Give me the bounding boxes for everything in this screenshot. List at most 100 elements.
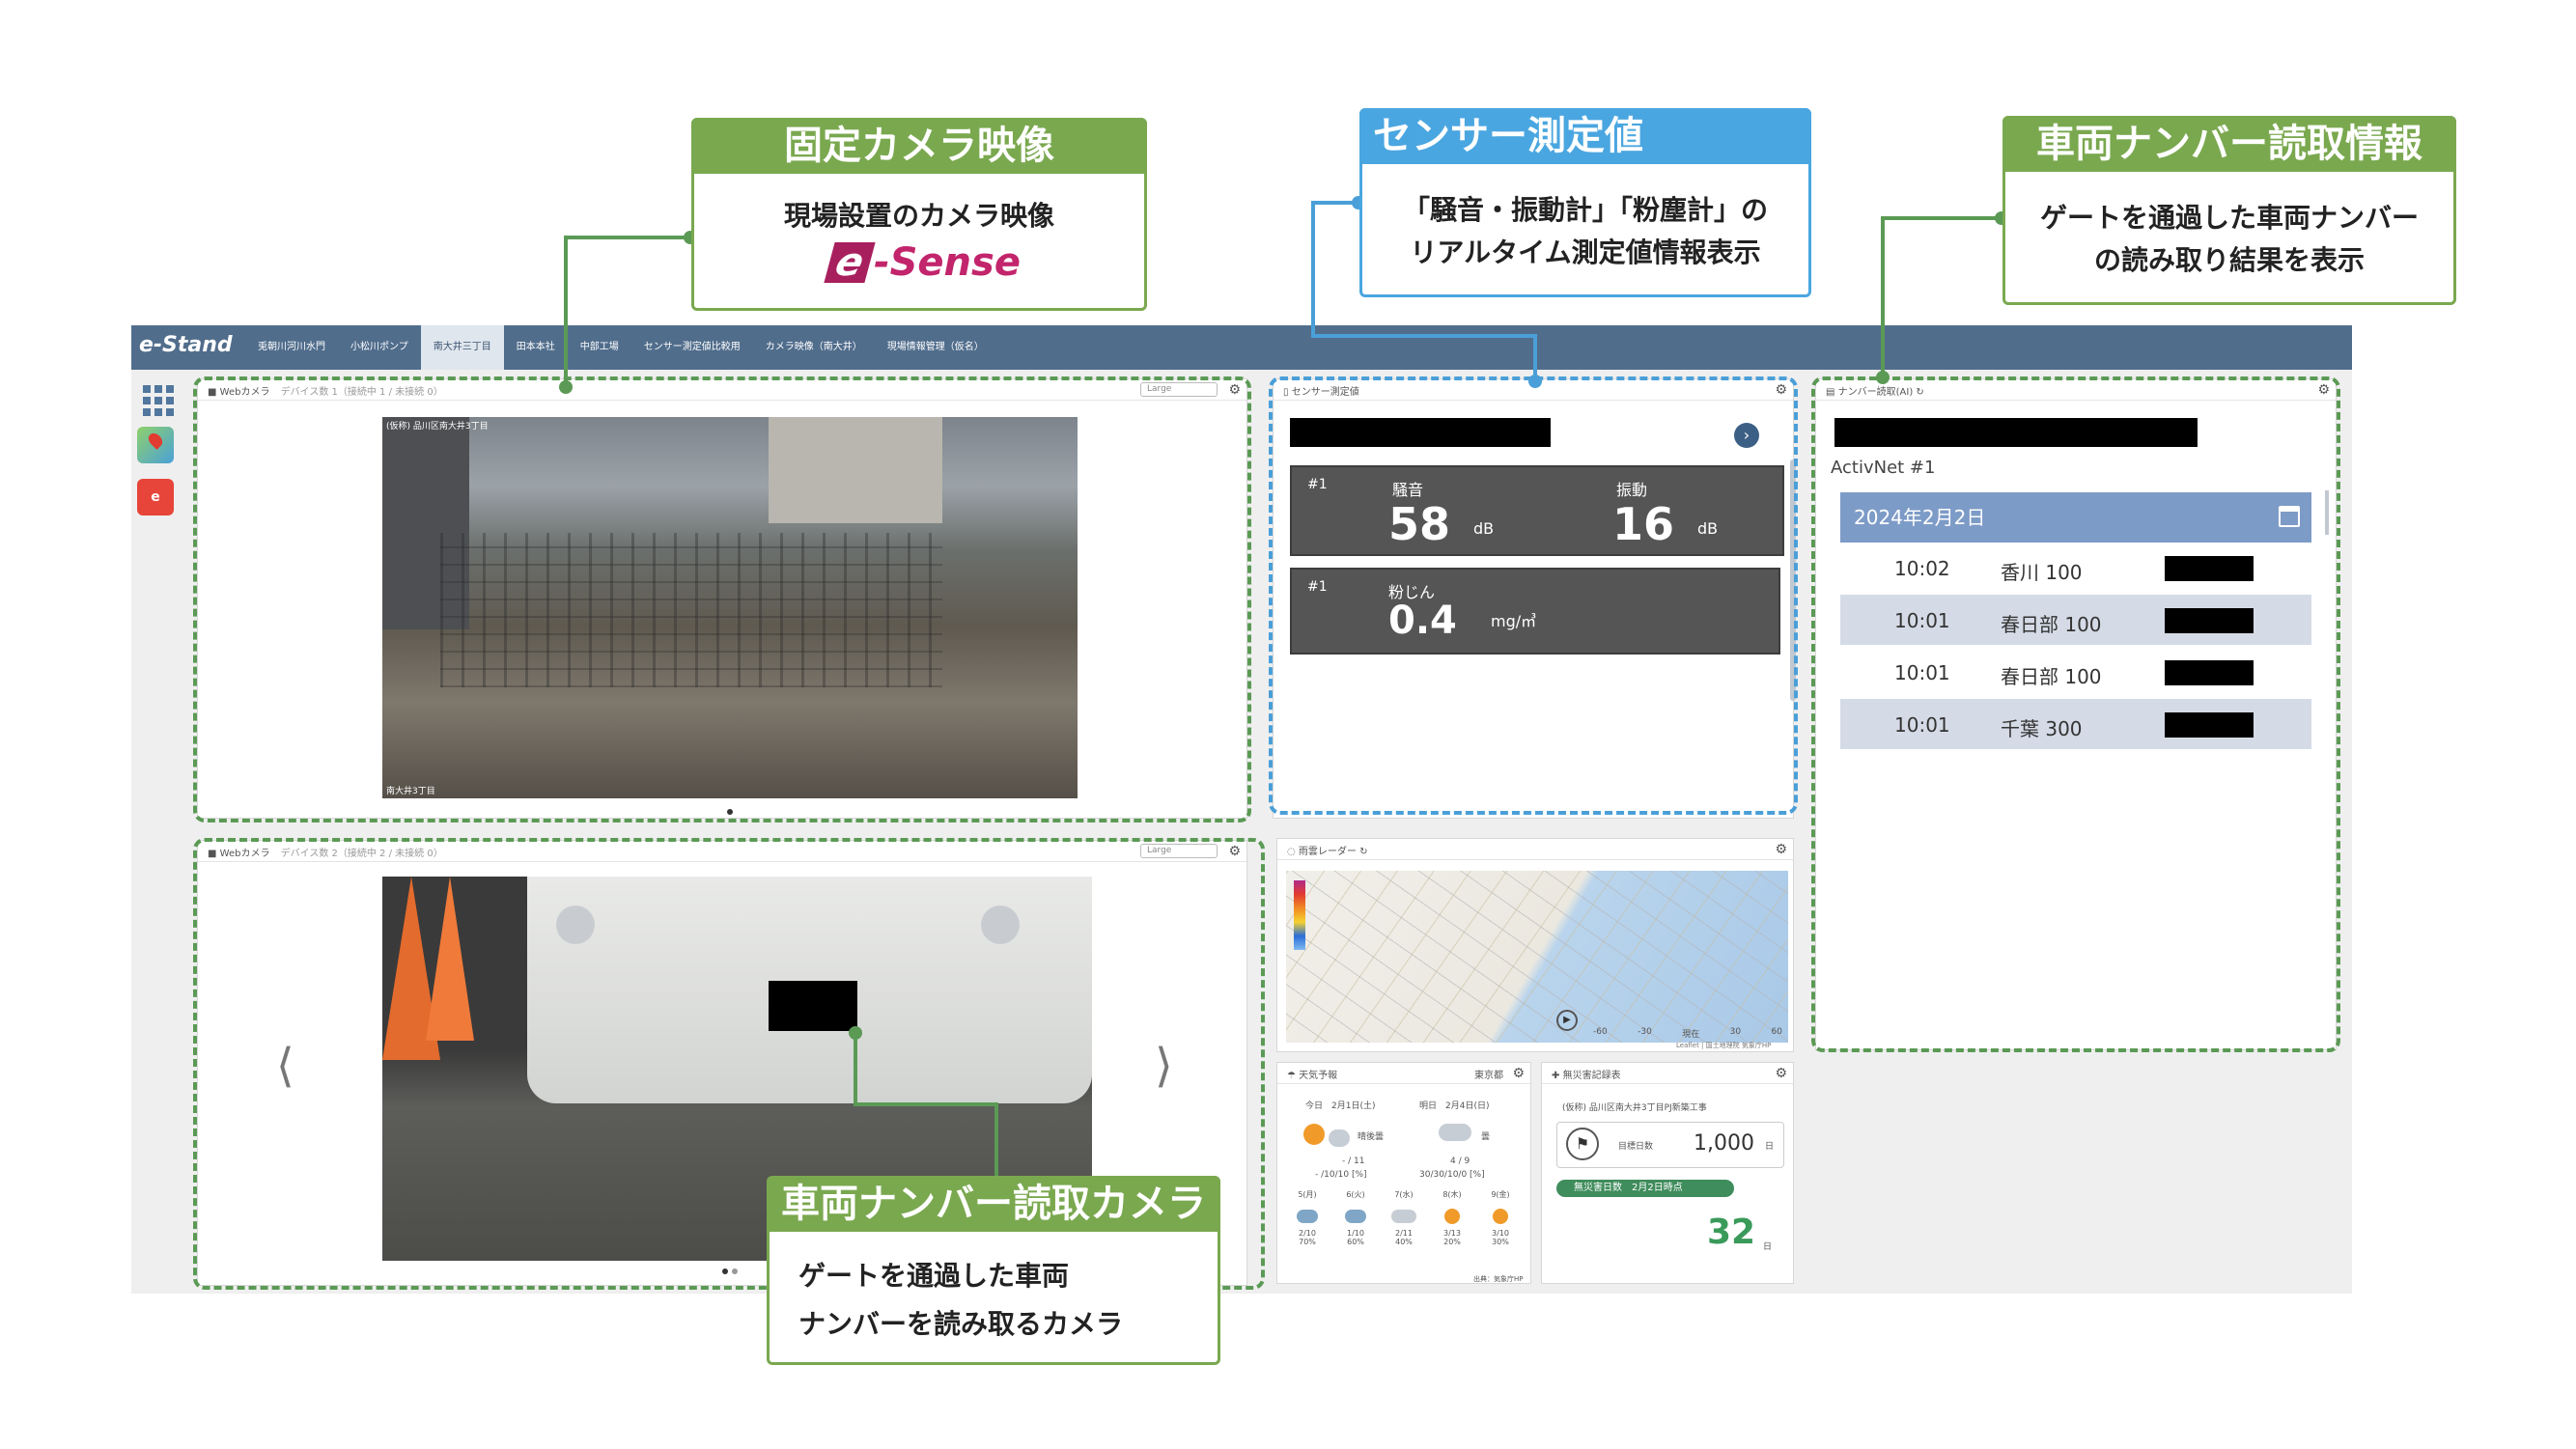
table-row: 10:01 春日部 100	[1840, 595, 2311, 645]
redacted-plate	[2165, 608, 2254, 633]
panel-title: Webカメラ	[219, 387, 270, 398]
target-value: 1,000	[1694, 1131, 1754, 1156]
gear-icon[interactable]: ⚙	[1775, 1066, 1787, 1081]
refresh-icon[interactable]: ↻	[1359, 847, 1368, 857]
carousel-dot[interactable]	[727, 809, 733, 815]
day-temp: 2/10	[1299, 1229, 1316, 1238]
sensor-id: #1	[1307, 579, 1328, 595]
map-credit: Leaflet | 国土地理院 気象庁HP	[1676, 1042, 1772, 1049]
vibration-value: 16	[1612, 498, 1675, 550]
apps-grid-icon[interactable]	[139, 381, 176, 418]
highlight-sensor	[1269, 376, 1798, 815]
scrollbar[interactable]	[1790, 460, 1796, 701]
table-row: 10:01 春日部 100	[1840, 647, 2311, 697]
size-select[interactable]: Large	[1140, 382, 1218, 397]
target-unit: 日	[1765, 1142, 1775, 1152]
chevron-right-icon[interactable]: ⟩	[1155, 1039, 1173, 1093]
redacted-site-name	[1290, 418, 1551, 447]
size-select[interactable]: Large	[1140, 844, 1218, 858]
esense-logo: e-Sense	[824, 240, 1021, 285]
target-label: 目標日数	[1618, 1142, 1654, 1152]
carousel-dot[interactable]	[722, 1268, 728, 1274]
weather-panel: ☂ 天気予報 東京都 ⚙	[1276, 1062, 1531, 1284]
panel-title: センサー測定値	[1291, 387, 1359, 398]
vibration-label: 振動	[1616, 481, 1648, 499]
chevron-left-icon[interactable]: ⟨	[276, 1039, 294, 1093]
tab-site[interactable]: 田本本社	[516, 342, 555, 352]
gear-icon[interactable]: ⚙	[1228, 382, 1241, 398]
today-pop: - /10/10 [%]	[1315, 1170, 1367, 1180]
callout-body: 「騒音・振動計」「粉塵計」の	[1402, 194, 1768, 226]
read-time: 10:01	[1894, 609, 1950, 632]
target-box	[1556, 1122, 1784, 1168]
gear-icon[interactable]: ⚙	[2317, 382, 2330, 398]
day-pop: 60%	[1347, 1238, 1364, 1246]
noise-vibration-card: #1 騒音 58 dB 振動 16 dB	[1290, 465, 1784, 556]
day-label: 9(金)	[1491, 1190, 1510, 1199]
radar-legend	[1294, 880, 1305, 950]
callout-fixed-camera: 固定カメラ映像 現場設置のカメラ映像 e-Sense	[691, 118, 1147, 311]
tick-label: 現在	[1682, 1030, 1700, 1040]
tick-label: 30	[1729, 1027, 1742, 1037]
day-label: 5(月)	[1298, 1190, 1317, 1199]
tab-site[interactable]: センサー測定値比較用	[643, 342, 741, 352]
timeline-ticks: -60 -30 現在 30 60	[1593, 1027, 1782, 1040]
cloud-icon	[1329, 1129, 1350, 1147]
callout-body: リアルタイム測定値情報表示	[1410, 237, 1761, 268]
gear-icon[interactable]: ⚙	[1228, 844, 1241, 859]
gear-icon[interactable]: ⚙	[1512, 1066, 1525, 1081]
date-header[interactable]: 2024年2月2日	[1840, 492, 2311, 543]
truck-icon: ▤	[1826, 387, 1835, 398]
calendar-icon[interactable]	[2279, 506, 2300, 527]
tab-site-active[interactable]: 南大井三丁目	[420, 325, 504, 370]
tab-site[interactable]: 兎朝川河川水門	[258, 342, 325, 352]
tab-site[interactable]: 現場情報管理（仮名）	[886, 342, 984, 352]
today-label: 今日 2月1日(土)	[1305, 1101, 1376, 1111]
camera-feed-construction[interactable]: (仮称) 品川区南大井3丁目 南大井3丁目	[382, 417, 1078, 798]
table-row: 10:01 千葉 300	[1840, 699, 2311, 749]
callout-title: センサー測定値	[1359, 108, 1811, 164]
date-label: 2024年2月2日	[1854, 506, 1986, 529]
redacted-plate	[2165, 556, 2254, 581]
today-desc: 晴後曇	[1358, 1132, 1385, 1142]
day-temp: 1/10	[1347, 1229, 1364, 1238]
tick-label: 60	[1771, 1027, 1782, 1037]
dust-card: #1 粉じん 0.4 mg/㎥	[1290, 568, 1780, 655]
highlight-fixed-camera	[193, 376, 1251, 822]
vibration-unit: dB	[1697, 519, 1719, 538]
scrollbar[interactable]	[2325, 490, 2329, 535]
radar-map[interactable]	[1286, 871, 1788, 1043]
gear-icon[interactable]: ⚙	[1775, 382, 1787, 398]
tomorrow-desc: 曇	[1481, 1132, 1491, 1142]
app-logo: e-Stand	[139, 333, 233, 357]
callout-body: ナンバーを読み取るカメラ	[798, 1308, 1124, 1340]
callout-sensor: センサー測定値 「騒音・振動計」「粉塵計」の リアルタイム測定値情報表示	[1359, 108, 1811, 297]
gear-icon[interactable]: ⚙	[1775, 842, 1787, 857]
highlight-plate-info	[1811, 376, 2340, 1052]
tab-site[interactable]: カメラ映像（南大井）	[765, 342, 862, 352]
panel-title: Webカメラ	[219, 849, 270, 859]
carousel-dot[interactable]	[732, 1268, 738, 1274]
dust-label: 粉じん	[1388, 583, 1436, 601]
day-label: 6(火)	[1346, 1190, 1365, 1199]
app-launcher-icon[interactable]: e	[137, 479, 174, 516]
callout-body: の読み取り結果を表示	[2093, 244, 2365, 276]
license-plate-mask	[769, 981, 857, 1031]
panel-title: 雨雲レーダー	[1298, 847, 1357, 857]
tab-site[interactable]: 小松川ポンプ	[350, 342, 408, 352]
map-pin-icon[interactable]	[137, 427, 174, 463]
tab-site[interactable]: 中部工場	[579, 342, 619, 352]
play-icon[interactable]: ▶	[1556, 1010, 1578, 1031]
refresh-icon[interactable]: ↻	[1916, 387, 1924, 398]
tick-label: -60	[1593, 1027, 1608, 1037]
dust-value: 0.4	[1388, 599, 1457, 643]
umbrella-icon: ☂	[1287, 1071, 1296, 1081]
sun-icon	[1444, 1209, 1460, 1224]
tomorrow-temp: 4 / 9	[1450, 1156, 1470, 1166]
callout-title: 固定カメラ映像	[691, 118, 1147, 174]
accident-free-panel: ✚ 無災害記録表 ⚙	[1541, 1062, 1794, 1284]
chevron-right-icon[interactable]: ›	[1734, 423, 1759, 448]
callout-title: 車両ナンバー読取カメラ	[767, 1176, 1220, 1232]
weather-credit: 出典：気象庁HP	[1473, 1275, 1524, 1283]
accident-free-days: 32	[1707, 1212, 1756, 1252]
